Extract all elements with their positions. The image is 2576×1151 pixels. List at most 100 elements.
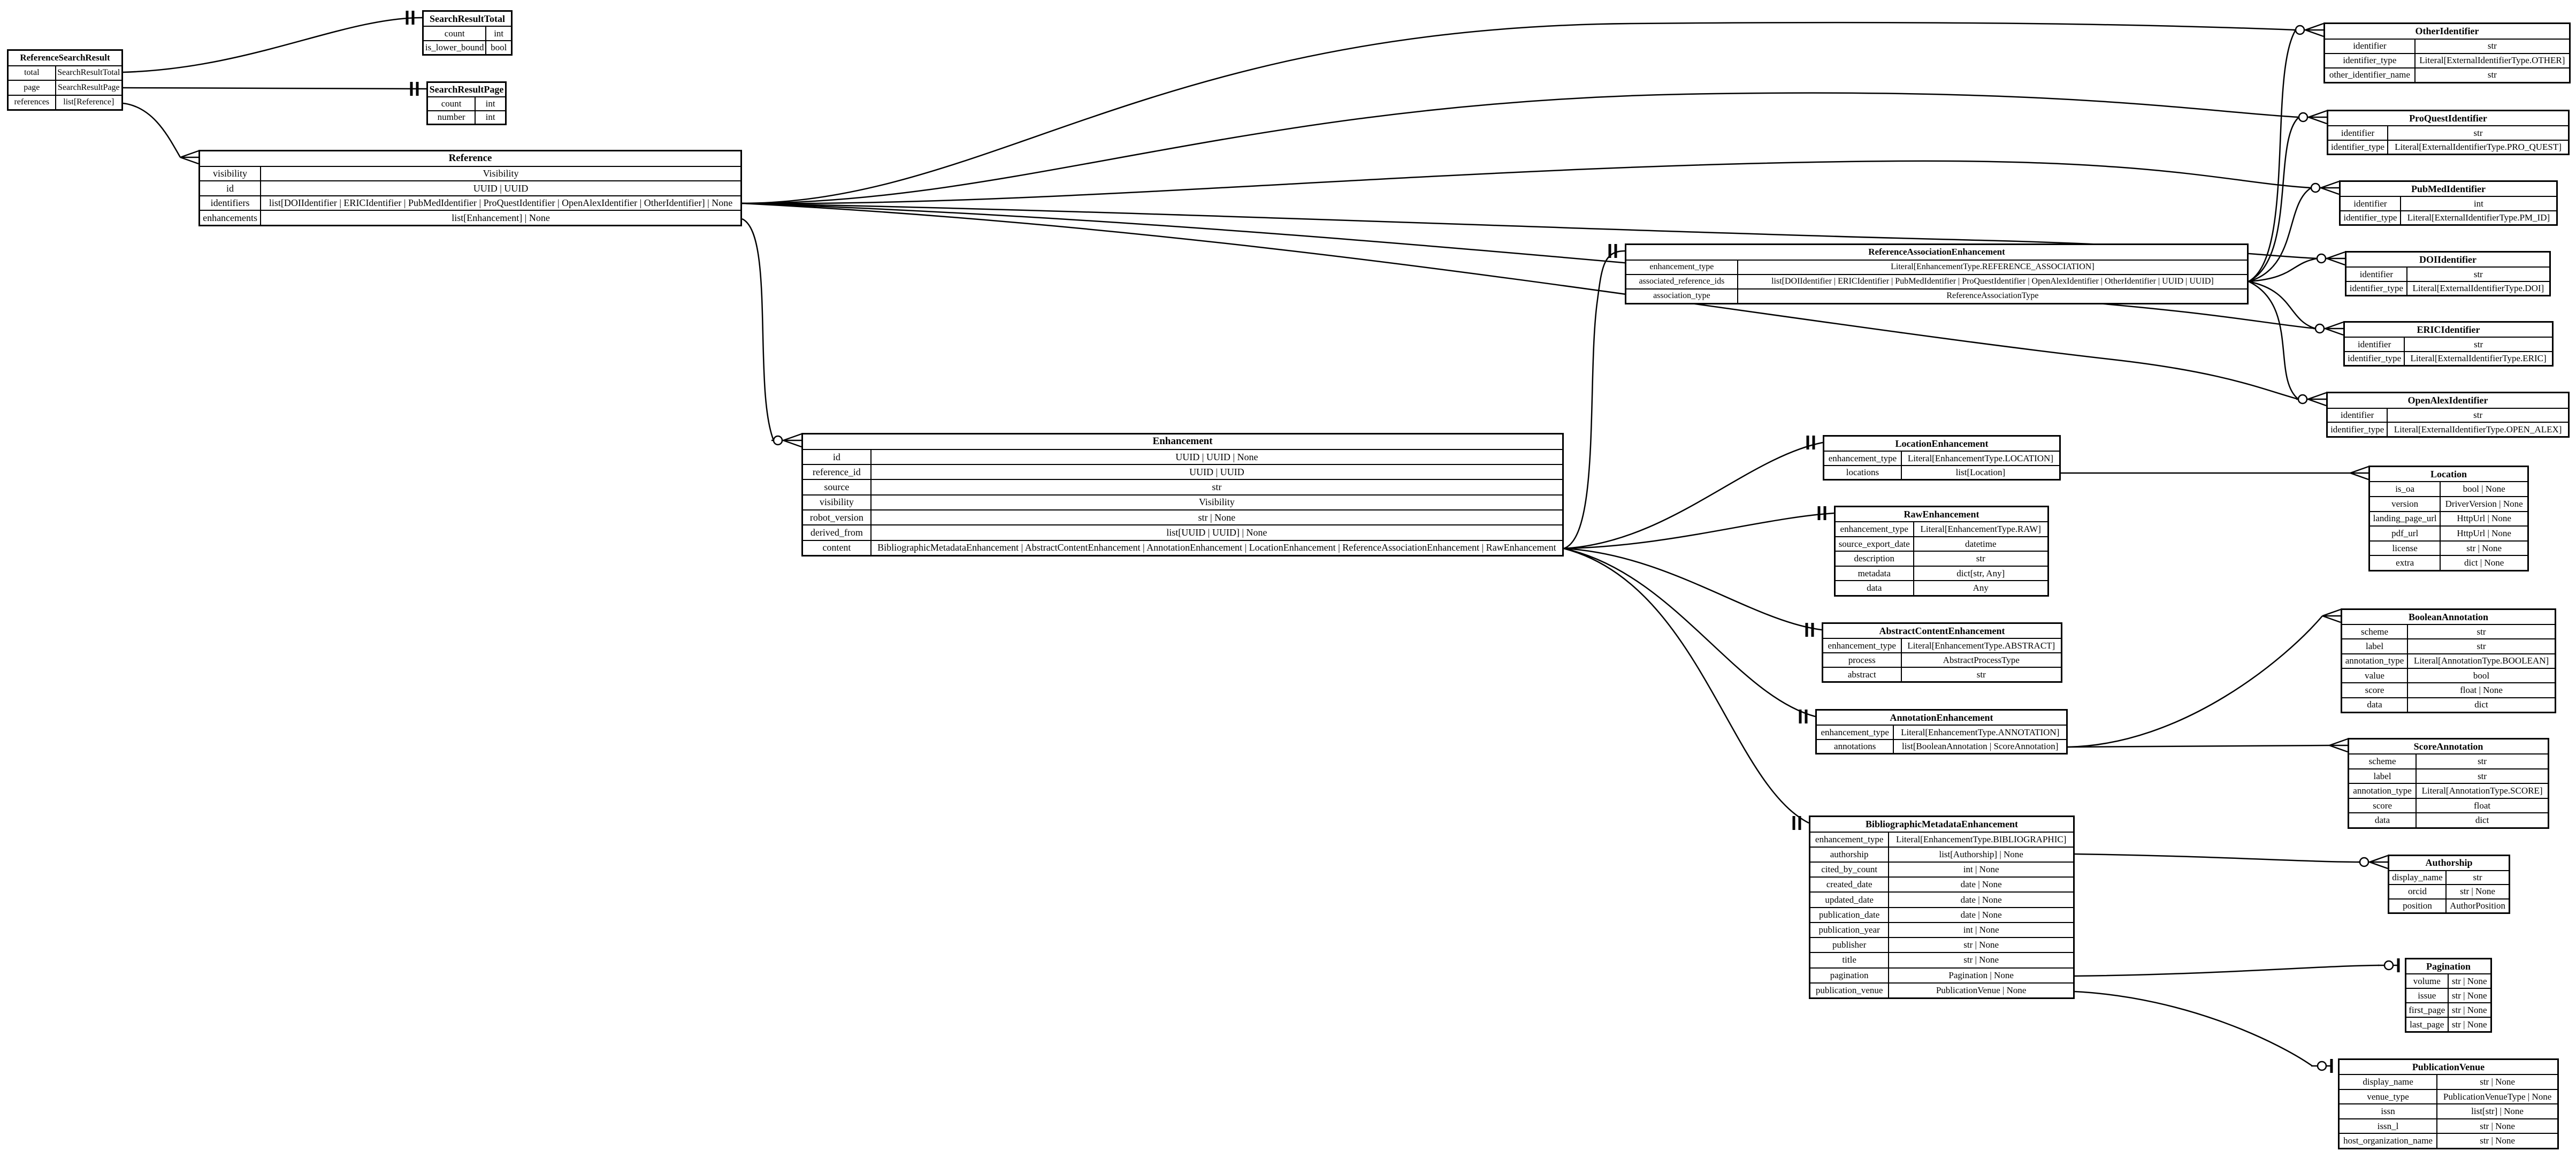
field-type: list[Authorship] | None xyxy=(1939,849,2023,859)
field-type: bool xyxy=(2473,670,2490,681)
field-name: enhancement_type xyxy=(1823,639,1902,653)
field-name: identifier xyxy=(2341,197,2401,210)
field-type: PublicationVenue | None xyxy=(1936,985,2027,995)
field-name: publication_date xyxy=(1810,908,1890,922)
field-name: identifier_type xyxy=(2345,352,2405,365)
field-type: date | None xyxy=(1960,909,2002,920)
field-name: enhancement_type xyxy=(1824,452,1902,465)
field-row: license str | None xyxy=(2370,540,2527,555)
field-name: enhancement_type xyxy=(1817,726,1894,739)
field-type: str | None xyxy=(2451,975,2487,986)
field-name: enhancements xyxy=(200,211,262,225)
field-name: identifier_type xyxy=(2328,423,2388,436)
cardinality-marker-part xyxy=(2329,744,2348,753)
field-name: publication_venue xyxy=(1810,983,1890,997)
cardinality-marker-part xyxy=(2320,180,2340,189)
field-type: list[Reference] xyxy=(63,97,114,107)
field-name: references xyxy=(9,95,56,110)
field-type: Literal[EnhancementType.ANNOTATION] xyxy=(1901,727,2060,737)
field-type: str xyxy=(2487,70,2497,80)
field-name: license xyxy=(2370,541,2441,555)
field-row: other_identifier_name str xyxy=(2325,67,2569,82)
cardinality-marker-circle xyxy=(2295,25,2305,35)
field-type: list[DOIIdentifier | ERICIdentifier | Pu… xyxy=(1771,277,2214,286)
field-name: enhancement_type xyxy=(1836,522,1914,536)
field-type: UUID | UUID | None xyxy=(1175,451,1258,462)
edge-reference.identifiers-to-openalex-identifier xyxy=(742,202,2299,400)
field-name: data xyxy=(1836,581,1914,595)
entity-title: SearchResultPage xyxy=(428,83,505,98)
field-type: Literal[ExternalIdentifierType.PRO_QUEST… xyxy=(2395,141,2562,152)
cardinality-marker-part xyxy=(2322,615,2341,623)
field-name: created_date xyxy=(1810,878,1890,892)
entity-title: ERICIdentifier xyxy=(2345,323,2552,338)
cardinality-marker-part xyxy=(2307,398,2327,407)
field-type: str xyxy=(2473,269,2483,279)
field-name: annotations xyxy=(1817,740,1894,753)
field-type: str | None xyxy=(2466,543,2502,553)
field-name: derived_from xyxy=(803,525,872,540)
field-name: first_page xyxy=(2406,1003,2449,1017)
field-type: UUID | UUID xyxy=(1189,466,1244,477)
field-type: date | None xyxy=(1960,879,2002,890)
edge-bibliographic-metadata-enhancement.publication_venue-to-publication-venue xyxy=(2074,990,2313,1067)
field-name: process xyxy=(1823,653,1902,667)
field-type: AuthorPosition xyxy=(2450,900,2505,911)
field-type: int xyxy=(485,112,495,123)
entity-title: Pagination xyxy=(2406,959,2490,974)
field-name: other_identifier_name xyxy=(2325,68,2416,82)
field-type: Literal[EnhancementType.RAW] xyxy=(1920,524,2041,535)
entity-title: RawEnhancement xyxy=(1836,507,2047,523)
field-name: data xyxy=(2349,813,2417,827)
field-name: association_type xyxy=(1626,289,1738,303)
field-type: Pagination | None xyxy=(1948,970,2014,980)
field-row: references list[Reference] xyxy=(9,94,121,110)
entity-title: Enhancement xyxy=(803,435,1562,450)
cardinality-marker-circle xyxy=(2316,253,2327,264)
field-name: data xyxy=(2342,698,2409,712)
field-name: score xyxy=(2349,798,2417,813)
field-type: str xyxy=(2474,339,2483,349)
cardinality-marker-part xyxy=(2322,608,2341,617)
field-type: Visibility xyxy=(1198,497,1235,508)
field-name: issue xyxy=(2406,989,2449,1002)
cardinality-marker-part xyxy=(2350,472,2369,481)
field-type: int | None xyxy=(1963,925,1999,935)
edge-reference-association-enhancement.associated_reference_ids-to-doi-identifier xyxy=(2248,257,2318,283)
edge-reference-association-enhancement.associated_reference_ids-to-openalex-identifier xyxy=(2248,280,2299,400)
field-name: identifier_type xyxy=(2325,54,2416,67)
field-name: scheme xyxy=(2349,754,2417,768)
field-name: content xyxy=(803,540,872,555)
field-type: list[UUID | UUID] | None xyxy=(1166,527,1267,538)
field-type: AbstractProcessType xyxy=(1943,654,2020,665)
field-type: date | None xyxy=(1960,894,2002,905)
